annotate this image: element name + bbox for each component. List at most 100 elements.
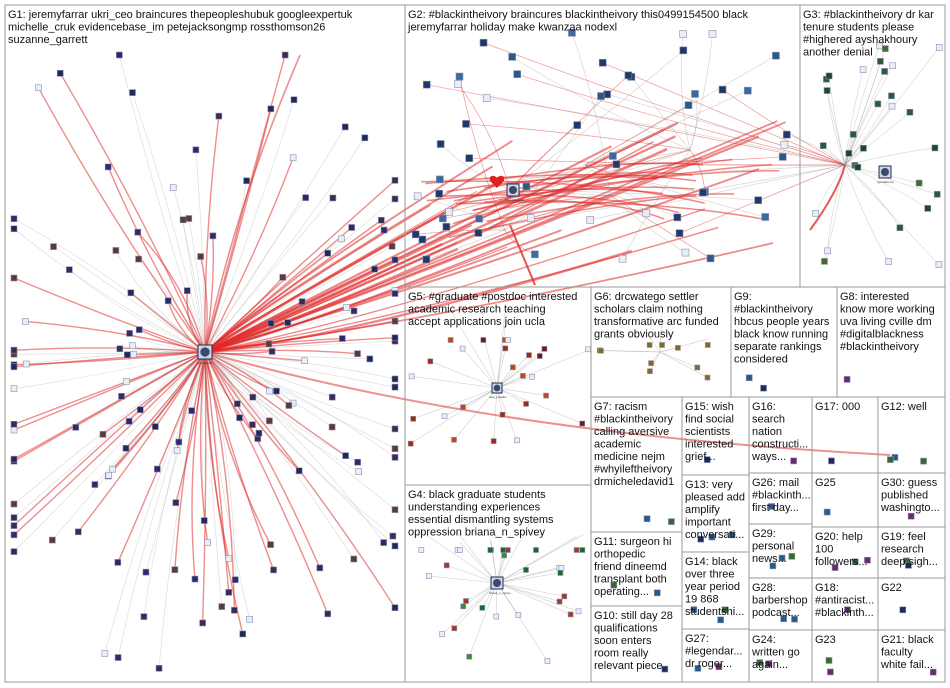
graph-node (885, 258, 892, 265)
graph-node (466, 653, 473, 660)
group-label-line: room really (594, 648, 649, 660)
graph-node (854, 163, 862, 171)
graph-node (50, 243, 57, 250)
graph-edge (204, 54, 301, 353)
group-label-line: G12: well (881, 401, 927, 413)
graph-edge (204, 351, 290, 407)
graph-node (843, 376, 851, 383)
graph-edge (13, 351, 206, 389)
graph-node (328, 423, 336, 431)
graph-node (164, 297, 172, 305)
graph-node (236, 414, 243, 422)
group-panel-g30 (877, 472, 946, 528)
group-label-line: scholars claim nothing (594, 304, 703, 316)
graph-node (523, 401, 529, 407)
group-label-g17: G17: 000 (815, 401, 860, 413)
graph-node (597, 92, 605, 100)
graph-node (499, 411, 506, 418)
edge-layer (13, 32, 940, 669)
graph-edge (484, 171, 693, 189)
graph-node (140, 613, 148, 620)
graph-node (443, 562, 450, 569)
group-panel-g27 (681, 628, 750, 683)
group-panel-g29 (748, 523, 813, 579)
graph-node (708, 533, 716, 541)
node-layer (10, 29, 943, 676)
graph-node (114, 654, 122, 661)
graph-edge (13, 228, 206, 353)
graph-node (502, 345, 509, 352)
graph-node (745, 374, 753, 382)
group-label-line: G28: (752, 582, 776, 594)
graph-edge (204, 351, 394, 537)
group-label-line: G30: guess (881, 477, 938, 489)
graph-node (66, 266, 73, 274)
graph-node (500, 547, 507, 553)
group-label-g1: G1: jeremyfarrar ukri_ceo braincures the… (8, 9, 353, 46)
graph-node (246, 615, 253, 623)
graph-node (366, 355, 374, 363)
graph-node (265, 340, 273, 348)
graph-node (354, 458, 361, 466)
group-label-line: G21: black (881, 634, 934, 646)
graph-edge (204, 99, 295, 353)
graph-node (391, 604, 399, 611)
graph-edge (450, 310, 498, 389)
graph-node (887, 456, 894, 463)
graph-node (422, 255, 431, 264)
graph-node (618, 254, 627, 263)
graph-node (249, 393, 257, 401)
graph-node (329, 194, 337, 202)
group-label-line: nation (752, 426, 782, 438)
graph-edge (410, 387, 498, 444)
graph-node (691, 90, 699, 98)
group-label-line: 19 868 (685, 594, 719, 606)
graph-node (199, 619, 206, 627)
group-label-line: G13: very (685, 479, 733, 491)
group-label-line: constructi... (752, 439, 808, 451)
graph-node (819, 142, 827, 149)
graph-node (123, 378, 130, 385)
graph-edge (204, 351, 244, 635)
graph-edge (689, 93, 698, 151)
group-label-line: G11: surgeon hi (594, 536, 671, 548)
hub-label: ajaxtalentai (197, 361, 213, 365)
graph-edge (442, 194, 611, 219)
group-label-line: #blackinth... (815, 607, 874, 619)
graph-node (780, 140, 789, 149)
graph-node (243, 177, 250, 185)
graph-node (407, 440, 414, 447)
graph-node (391, 506, 399, 513)
graph-node (823, 508, 831, 516)
graph-node (704, 342, 711, 348)
group-label-line: uva living cville dm (840, 316, 932, 328)
graph-node (295, 467, 303, 475)
graph-node (899, 606, 907, 614)
group-label-line: transplant both (594, 574, 667, 586)
graph-node (679, 46, 688, 55)
graph-edge (204, 351, 250, 620)
graph-node (380, 539, 387, 546)
graph-node (267, 105, 275, 113)
graph-node (418, 547, 425, 553)
graph-node (717, 616, 724, 624)
group-label-line: #blackintheivory (734, 304, 813, 316)
graph-node (906, 108, 914, 116)
graph-node (389, 532, 397, 540)
graph-node (579, 420, 586, 427)
graph-edge (204, 157, 294, 353)
graph-node (10, 455, 18, 463)
graph-edge (115, 250, 206, 353)
graph-node (231, 606, 238, 614)
graph-node (761, 213, 770, 221)
graph-node (388, 242, 396, 250)
group-label-line: interested (685, 439, 733, 451)
avatar-icon (493, 579, 501, 587)
graph-edge (204, 351, 396, 430)
